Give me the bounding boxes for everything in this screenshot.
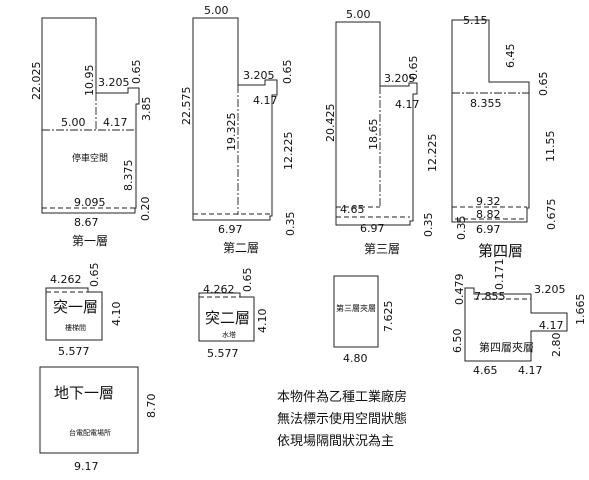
- note-block: 本物件為乙種工業廠房 無法標示使用空間狀態 依現場隔間狀況為主: [277, 389, 407, 449]
- f3-dim-12225: 12.225: [426, 134, 439, 173]
- mezz3-plan: 7.625 4.80 第三層夾層: [333, 275, 395, 365]
- f3-dim-697: 6.97: [360, 222, 385, 235]
- floor4-plan: 5.15 6.45 0.65 8.355 11.55 9.32 8.82 6.9…: [451, 14, 558, 260]
- f1-dim-9095: 9.095: [74, 196, 106, 209]
- m4-dim-650: 6.50: [451, 329, 464, 354]
- f4-dim-645: 6.45: [504, 44, 517, 69]
- note-line-3: 依現場隔間狀況為主: [277, 433, 394, 449]
- f4-dim-697: 6.97: [476, 223, 501, 236]
- m3-title: 第三層夾層: [336, 303, 376, 313]
- p2-dim-5577: 5.577: [207, 347, 239, 360]
- basement-plan: 8.70 9.17 地下一層 台電配電場所: [39, 366, 158, 473]
- f4-dim-932: 9.32: [476, 195, 501, 208]
- m4-dim-3205: 3.205: [534, 283, 566, 296]
- m4-dim-7855: 7.855: [474, 290, 506, 303]
- f4-dim-515: 5.15: [463, 14, 488, 27]
- m4-dim-280: 2.80: [550, 333, 563, 358]
- f2-dim-3205: 3.205: [243, 69, 275, 82]
- b1-title: 地下一層: [54, 384, 114, 402]
- f1-dim-020: 0.20: [139, 197, 152, 222]
- m4-dim-0479: 0.479: [453, 274, 466, 306]
- m4-dim-417b: 4.17: [518, 364, 543, 377]
- p1-dim-065: 0.65: [88, 263, 101, 288]
- f1-dim-385: 3.85: [140, 97, 153, 122]
- f1-dim-1095: 10.95: [83, 65, 96, 97]
- note-line-2: 無法標示使用空間狀態: [277, 411, 407, 427]
- p2-dim-065: 0.65: [241, 268, 254, 293]
- f3-title: 第三層: [364, 242, 400, 256]
- f1-dim-8375: 8.375: [122, 160, 135, 192]
- f1-dim-height: 22.025: [30, 62, 43, 101]
- f2-dim-065: 0.65: [281, 60, 294, 85]
- f3-dim-height: 20.425: [324, 104, 337, 143]
- floor3-plan: 5.00 20.425 18.65 3.205 0.65 4.17 12.225…: [324, 8, 439, 256]
- f4-dim-0675: 0.675: [545, 199, 558, 231]
- f4-dim-035: 0.35: [455, 216, 468, 241]
- p1-dim-4262: 4.262: [50, 273, 82, 286]
- m4-dim-465: 4.65: [473, 364, 498, 377]
- f1-dim-417: 4.17: [103, 116, 128, 129]
- note-line-1: 本物件為乙種工業廠房: [277, 389, 407, 405]
- f3-dim-417: 4.17: [395, 98, 420, 111]
- p2-room: 水塔: [222, 330, 236, 339]
- p2-dim-410: 4.10: [256, 309, 269, 334]
- p1-dim-5577: 5.577: [58, 345, 90, 358]
- p2-dim-4262: 4.262: [203, 283, 235, 296]
- m3-dim-480: 4.80: [343, 352, 368, 365]
- f1-room-label: 停車空間: [72, 152, 108, 164]
- f3-dim-3205: 3.205: [384, 72, 416, 85]
- f1-dim-065: 0.65: [130, 60, 143, 85]
- f4-dim-1155: 11.55: [544, 131, 557, 163]
- f4-dim-882: 8.82: [476, 208, 501, 221]
- p2-title: 突二層: [205, 309, 250, 327]
- f3-dim-1865: 18.65: [367, 119, 380, 151]
- floor2-plan: 5.00 22.575 19.325 3.205 0.65 4.17 12.22…: [180, 4, 297, 255]
- m3-dim-7625: 7.625: [382, 301, 395, 333]
- f1-dim-3205: 3.205: [98, 76, 130, 89]
- pent2-plan: 4.262 0.65 4.10 5.577 突二層 水塔: [198, 268, 269, 360]
- f2-dim-035: 0.35: [284, 212, 297, 237]
- m4-dim-417a: 4.17: [539, 319, 564, 332]
- p1-dim-410: 4.10: [110, 302, 123, 327]
- f3-dim-465: 4.65: [340, 203, 365, 216]
- b1-dim-870: 8.70: [145, 394, 158, 419]
- f4-dim-8355: 8.355: [470, 97, 502, 110]
- f2-title: 第二層: [223, 241, 259, 255]
- b1-room: 台電配電場所: [69, 428, 111, 437]
- f2-dim-19325: 19.325: [225, 113, 238, 152]
- f1-dim-867: 8.67: [74, 216, 99, 229]
- p1-room: 樓梯間: [65, 323, 86, 332]
- f2-dim-417: 4.17: [253, 94, 278, 107]
- f4-dim-065: 0.65: [537, 72, 550, 97]
- f1-dim-500: 5.00: [61, 116, 86, 129]
- m4-title: 第四層夾層: [479, 340, 534, 354]
- mezz4-plan: 0.171 0.479 7.855 3.205 1.665 4.17 6.50 …: [451, 259, 587, 378]
- f3-dim-500: 5.00: [346, 8, 371, 21]
- pent1-plan: 4.262 0.65 4.10 5.577 突一層 樓梯間: [45, 263, 123, 358]
- f2-dim-697: 6.97: [218, 223, 243, 236]
- m4-dim-0171: 0.171: [493, 259, 506, 291]
- f1-title: 第一層: [72, 234, 108, 248]
- p1-title: 突一層: [53, 298, 98, 316]
- f2-dim-height: 22.575: [180, 87, 193, 126]
- m4-dim-1665: 1.665: [574, 294, 587, 326]
- f3-dim-035: 0.35: [422, 213, 435, 238]
- b1-dim-917: 9.17: [74, 460, 99, 473]
- f2-dim-500: 5.00: [204, 4, 229, 17]
- f3-dim-065: 0.65: [407, 56, 420, 81]
- f4-title: 第四層: [478, 242, 523, 260]
- f2-dim-12225: 12.225: [282, 132, 295, 171]
- floor1-plan: 22.025 10.95 3.205 0.65 5.00 4.17 3.85 8…: [30, 17, 153, 248]
